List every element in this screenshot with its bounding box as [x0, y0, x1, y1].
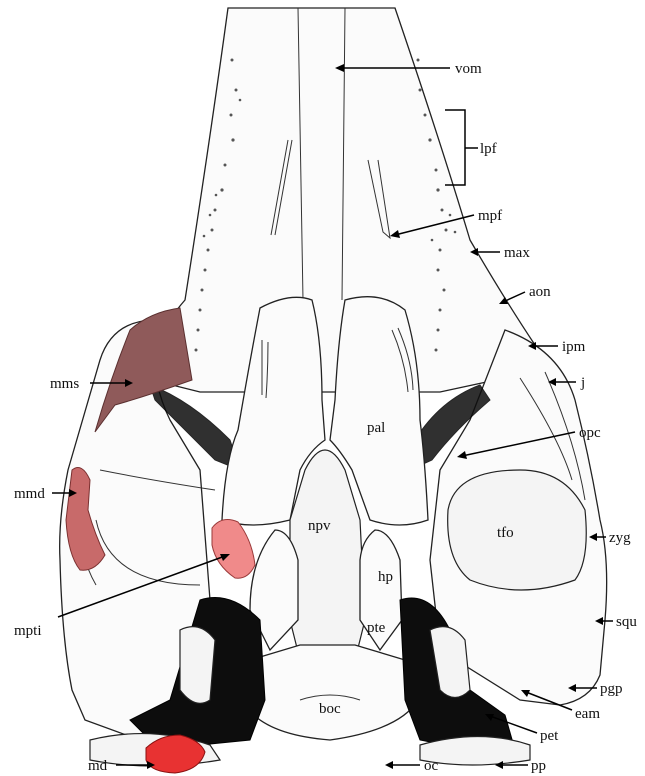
label-hp: hp [378, 569, 393, 585]
label-opc: opc [579, 425, 601, 441]
label-npv: npv [308, 518, 331, 534]
label-lpf: lpf [480, 141, 497, 157]
label-aon: aon [529, 284, 551, 300]
label-tfo: tfo [497, 525, 514, 541]
label-pal: pal [367, 420, 385, 436]
label-zyg: zyg [609, 530, 631, 546]
highlight-mpti [212, 520, 255, 579]
label-j: j [580, 375, 585, 391]
label-ipm: ipm [562, 339, 586, 355]
label-squ: squ [616, 614, 637, 630]
label-pp: pp [531, 758, 546, 774]
label-pgp: pgp [600, 681, 623, 697]
label-vom: vom [455, 61, 482, 77]
label-mmd: mmd [14, 486, 45, 502]
label-mms: mms [50, 376, 79, 392]
label-oc: oc [424, 758, 439, 774]
label-pte: pte [367, 620, 386, 636]
label-eam: eam [575, 706, 600, 722]
label-mpti: mpti [14, 623, 42, 639]
label-pet: pet [540, 728, 559, 744]
label-max: max [504, 245, 530, 261]
label-md: md [88, 758, 108, 774]
label-boc: boc [319, 701, 341, 717]
label-mpf: mpf [478, 208, 502, 224]
